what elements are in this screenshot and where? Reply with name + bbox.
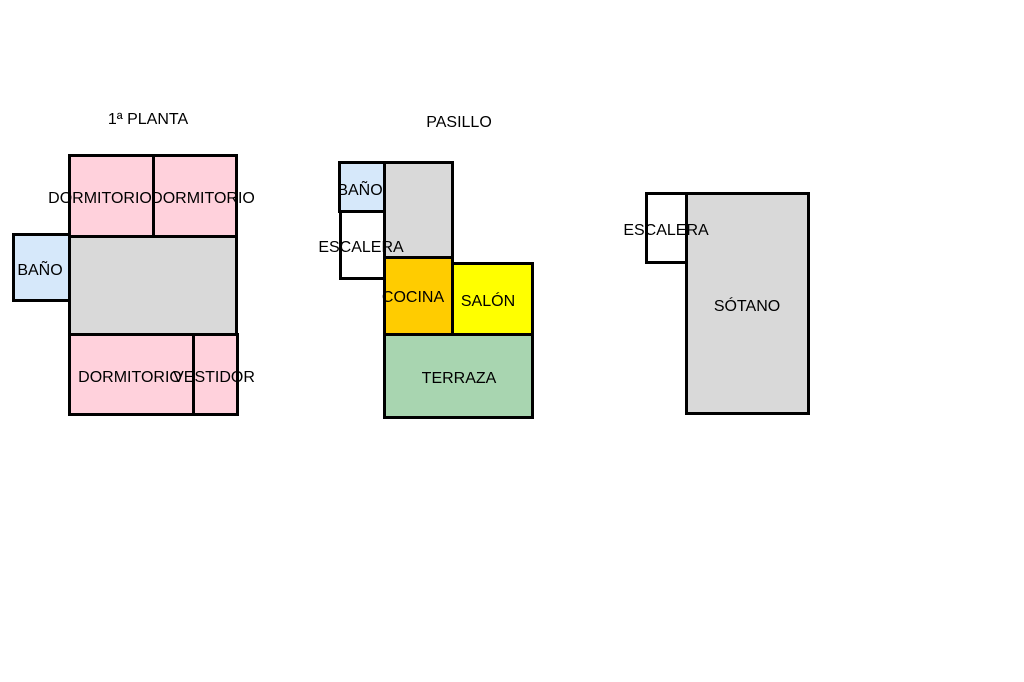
room-sotano — [685, 192, 810, 415]
label-bano-2: BAÑO — [337, 182, 383, 199]
room-vestidor — [192, 333, 239, 416]
room-terraza — [383, 333, 534, 419]
label-dormitorio-2: DORMITORIO — [151, 190, 255, 207]
label-terraza: TERRAZA — [421, 370, 497, 387]
label-dormitorio-1: DORMITORIO — [48, 190, 152, 207]
room-dormitorio-1 — [68, 154, 155, 238]
plan-title-pasillo: PASILLO — [426, 114, 492, 131]
label-salon: SALÓN — [460, 293, 516, 310]
label-escalera-1: ESCALERA — [318, 239, 404, 256]
room-bano-1 — [12, 233, 71, 302]
label-dormitorio-3: DORMITORIO — [78, 369, 182, 386]
label-escalera-2: ESCALERA — [623, 222, 709, 239]
plan-title-1a-planta: 1ª PLANTA — [107, 111, 189, 128]
label-sotano: SÓTANO — [713, 298, 781, 315]
room-dormitorio-2 — [152, 154, 238, 238]
label-cocina: COCINA — [381, 289, 445, 306]
label-bano-1: BAÑO — [17, 262, 63, 279]
room-hall-1 — [68, 235, 238, 336]
label-vestidor: VESTIDOR — [173, 369, 255, 386]
room-escalera-1 — [339, 210, 386, 280]
room-cocina — [383, 256, 454, 336]
